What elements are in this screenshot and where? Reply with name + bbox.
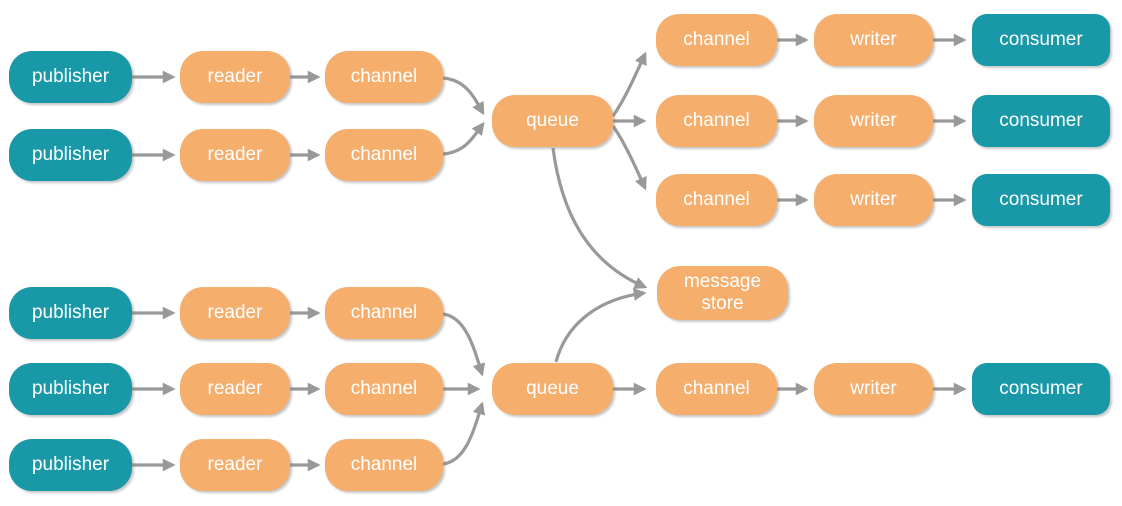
- edge-queue1-channel-r1: [611, 51, 647, 117]
- node-writer-2: writer: [814, 95, 933, 147]
- edge-channel-queue2-a: [442, 312, 486, 377]
- edge-channel-queue1-b: [442, 121, 485, 156]
- edge-channel-queue2-c: [442, 401, 486, 466]
- node-channel-l4: channel: [325, 363, 443, 415]
- node-reader-4: reader: [180, 363, 290, 415]
- node-queue-2: queue: [492, 363, 613, 415]
- edge-queue2-message-store: [554, 288, 647, 363]
- node-publisher-4: publisher: [9, 363, 132, 415]
- node-publisher-1: publisher: [9, 51, 132, 103]
- node-channel-r1: channel: [656, 14, 777, 66]
- node-publisher-5: publisher: [9, 439, 132, 491]
- node-channel-r2: channel: [656, 95, 777, 147]
- edge-queue1-channel-r3: [611, 125, 647, 191]
- node-message-store: message store: [657, 266, 788, 320]
- node-reader-3: reader: [180, 287, 290, 339]
- edge-channel-queue1-a: [442, 76, 485, 116]
- node-queue-1: queue: [492, 95, 613, 147]
- edge-queue1-message-store: [551, 147, 648, 289]
- node-reader-2: reader: [180, 129, 290, 181]
- node-reader-5: reader: [180, 439, 290, 491]
- node-channel-l5: channel: [325, 439, 443, 491]
- node-publisher-3: publisher: [9, 287, 132, 339]
- node-publisher-2: publisher: [9, 129, 132, 181]
- node-consumer-2: consumer: [972, 95, 1110, 147]
- node-channel-l3: channel: [325, 287, 443, 339]
- node-writer-1: writer: [814, 14, 933, 66]
- node-reader-1: reader: [180, 51, 290, 103]
- node-channel-l2: channel: [325, 129, 443, 181]
- node-consumer-4: consumer: [972, 363, 1110, 415]
- node-channel-r4: channel: [656, 363, 777, 415]
- node-writer-4: writer: [814, 363, 933, 415]
- node-channel-r3: channel: [656, 174, 777, 226]
- node-consumer-1: consumer: [972, 14, 1110, 66]
- node-writer-3: writer: [814, 174, 933, 226]
- node-channel-l1: channel: [325, 51, 443, 103]
- node-consumer-3: consumer: [972, 174, 1110, 226]
